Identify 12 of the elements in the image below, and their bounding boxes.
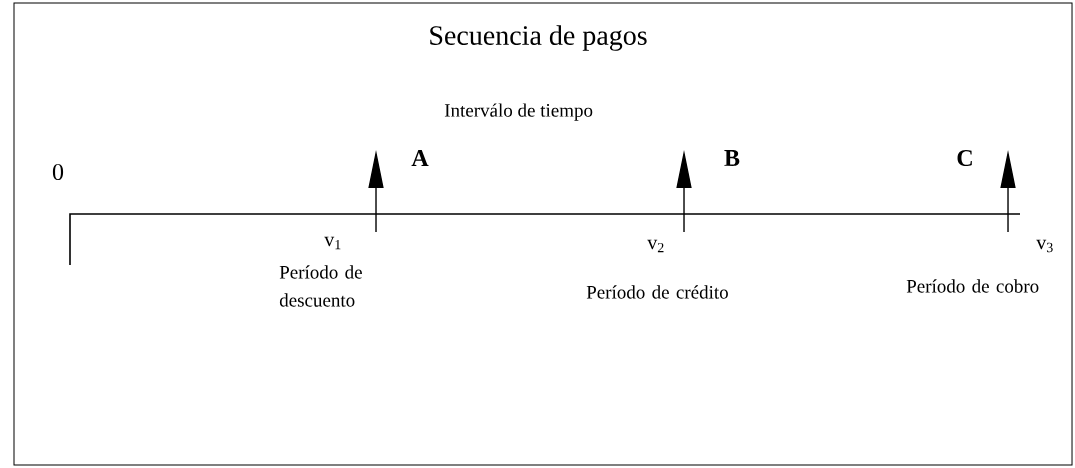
value-label: v$_{1}$ — [324, 236, 341, 250]
title: Secuencia de pagos — [430, 25, 647, 51]
value-label: v$_{2}$ — [647, 239, 664, 253]
value-label: v$_{3}$ — [1036, 239, 1053, 253]
period-label: Período de cobro — [906, 279, 1039, 293]
origin-label: 0 — [52, 163, 64, 181]
payment-label: A — [411, 150, 429, 166]
period-label: Período de descuento — [279, 265, 362, 307]
payment-label: C — [957, 149, 972, 167]
period-label: Período de crédito — [586, 285, 728, 299]
payment-label: B — [724, 150, 740, 166]
axis-caption: Interválo de tiempo — [444, 103, 593, 121]
